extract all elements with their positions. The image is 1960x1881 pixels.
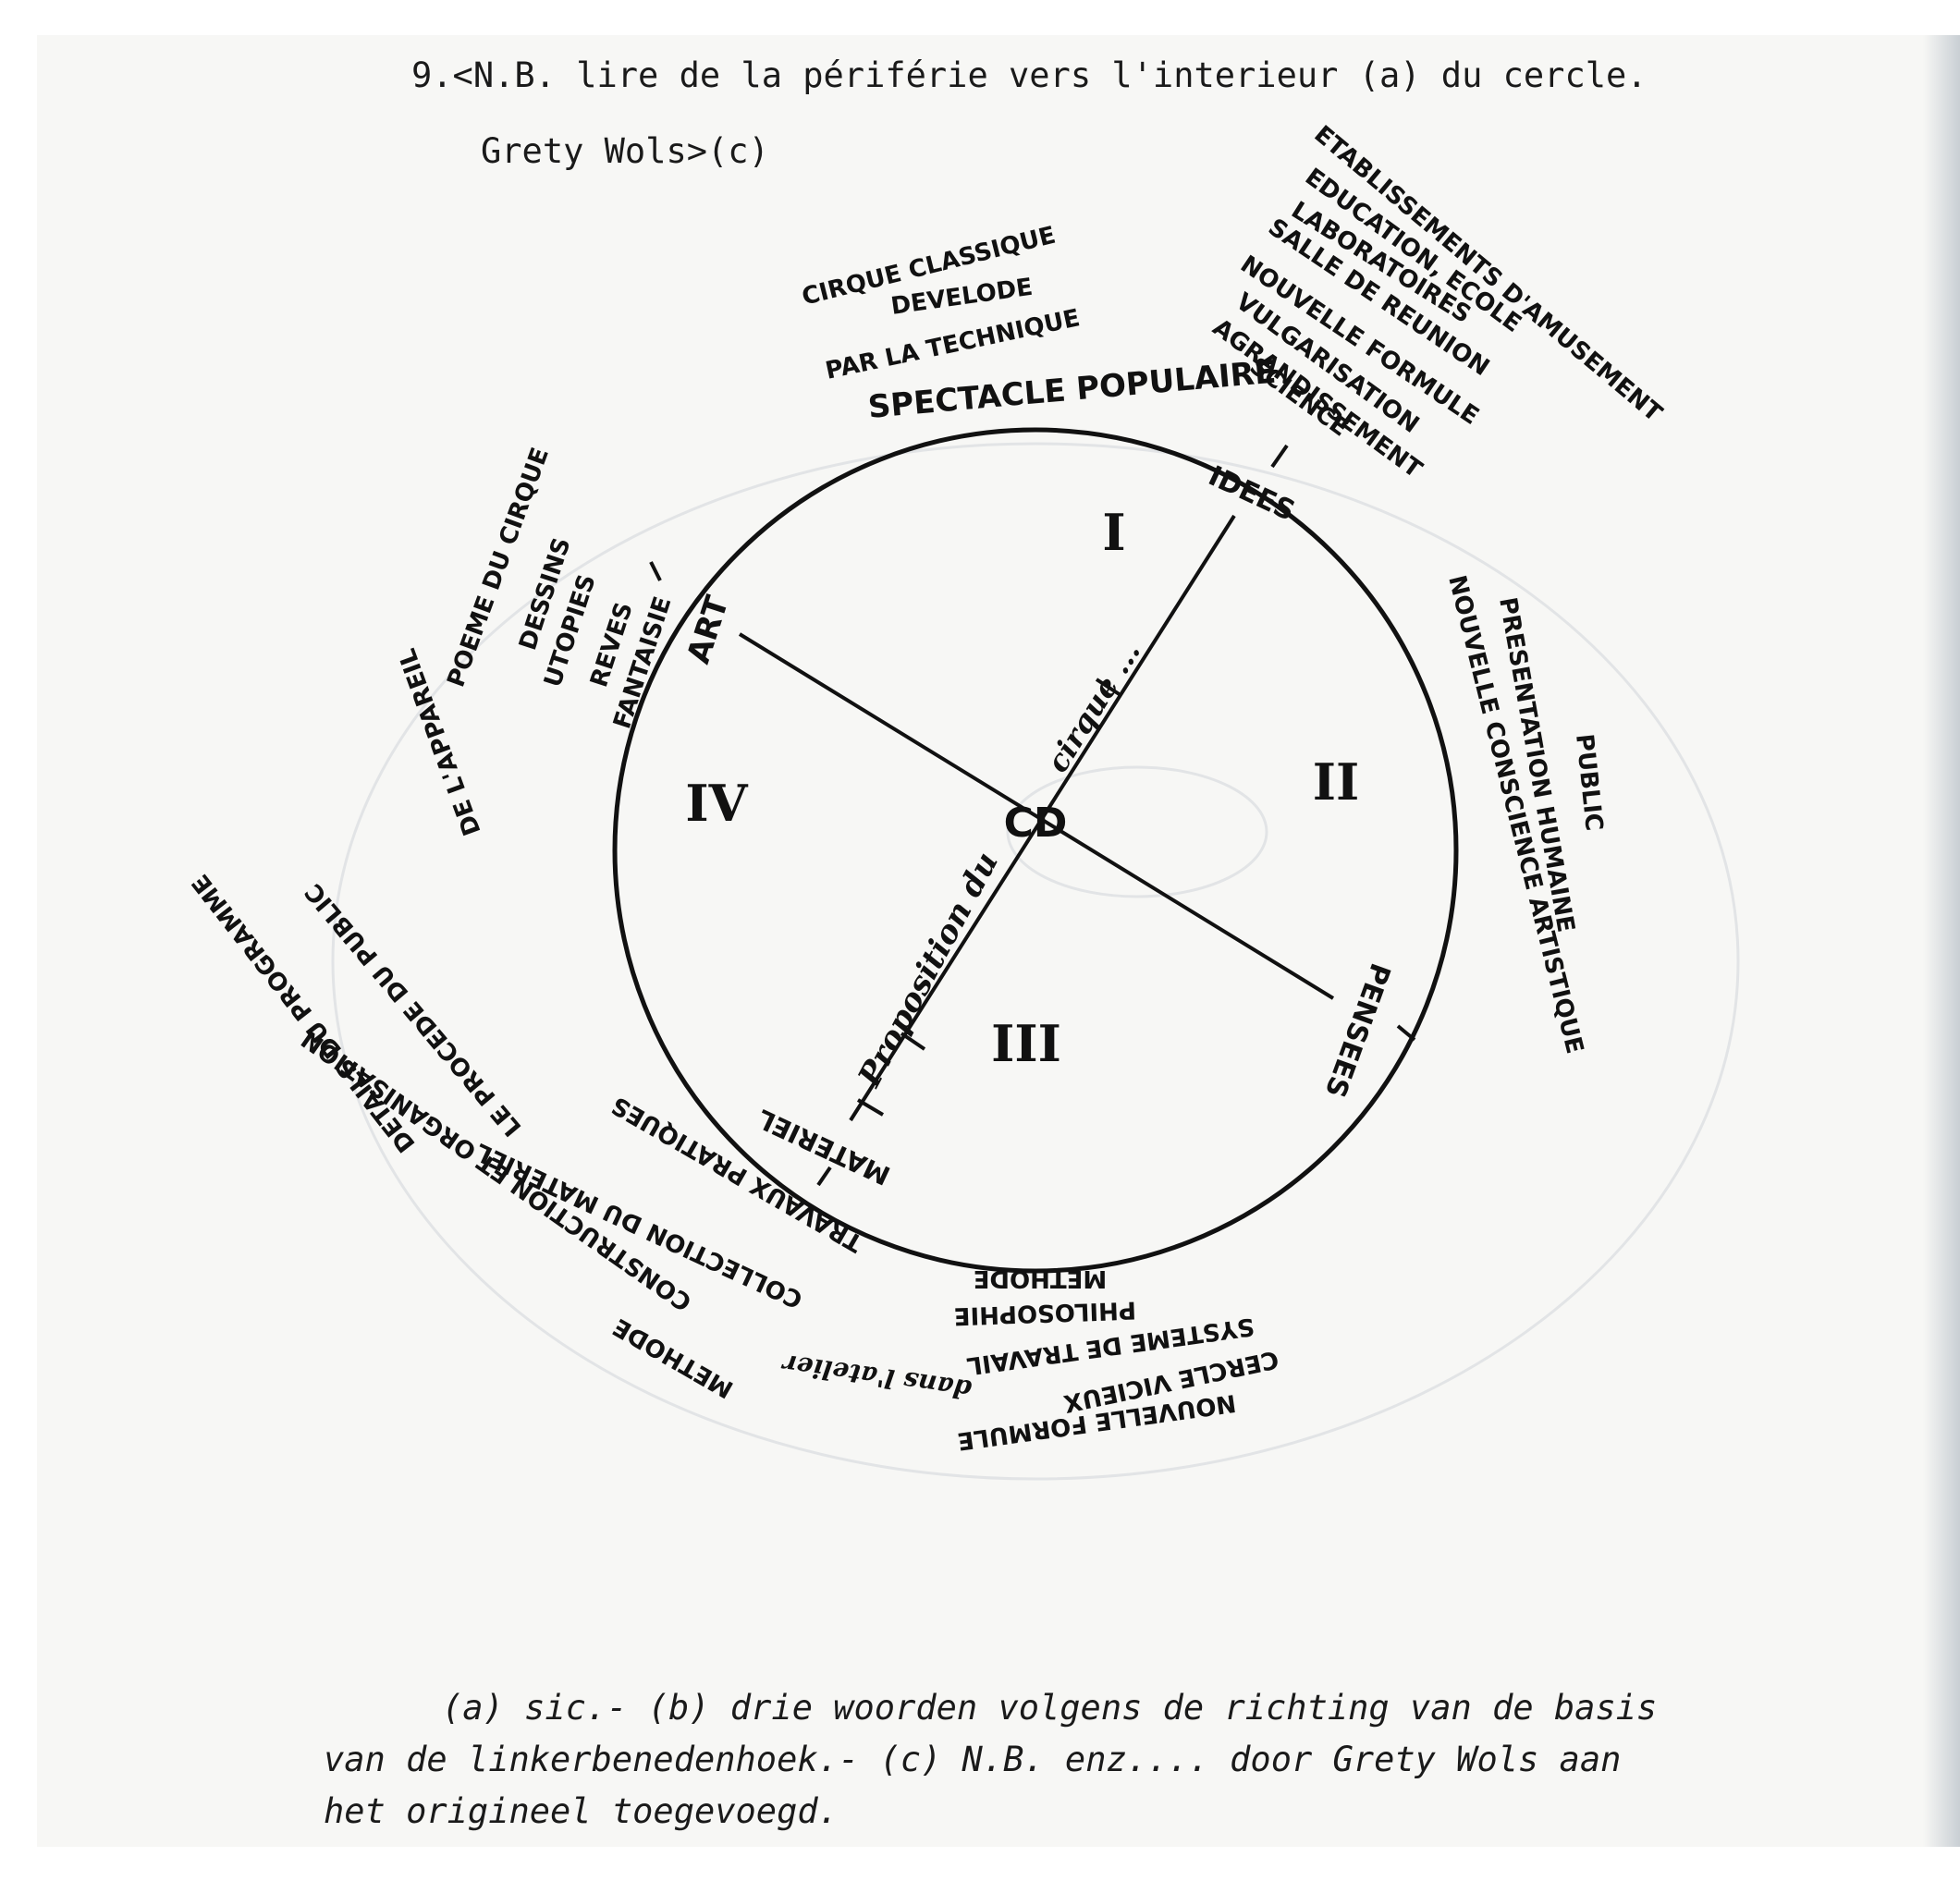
header-signature-line: Grety Wols>(c) — [481, 131, 769, 171]
page-edge-shadow — [1923, 35, 1960, 1847]
header-note-line: 9.<N.B. lire de la périférie vers l'inte… — [411, 55, 1648, 95]
quadrant-iv: IV — [685, 774, 748, 833]
left-group: POEME DU CIRQUE DESSINS UTOPIES REVES FA… — [442, 444, 677, 732]
axis-label-pensees: PENSEES — [1318, 959, 1397, 1102]
top-right-group: ETABLISSEMENTS D'AMUSEMENT EDUCATION, EC… — [1207, 120, 1667, 483]
quadrant-ii: II — [1313, 752, 1360, 812]
tick-axis-upper — [1095, 678, 1122, 697]
scanned-page — [37, 35, 1942, 1847]
tick-axis-lower-end — [856, 1098, 885, 1117]
philosophie: PHILOSOPHIE — [953, 1296, 1136, 1330]
methode-left: METHODE — [608, 1313, 738, 1403]
quadrant-iii: III — [991, 1014, 1061, 1073]
tick-pensees — [1396, 1024, 1416, 1042]
footnote-line-3: het origineel toegevoegd. — [324, 1791, 839, 1831]
bleed-through-marks — [331, 442, 1740, 1481]
tick-art — [649, 561, 662, 581]
center-label: CD — [1004, 800, 1068, 847]
bottom-left-group: DETAILS DU PROGRAMME METHODE LE PROCEDE … — [187, 645, 867, 1403]
public: PUBLIC — [1570, 733, 1608, 833]
poeme-du-cirque: POEME DU CIRQUE — [442, 444, 555, 690]
tick-materiel — [816, 1166, 832, 1187]
axis-idees-materiel — [849, 514, 1236, 1122]
axis-art-pensees — [738, 632, 1335, 1000]
axis-phrase-lower: Proposition du — [851, 846, 1006, 1093]
rim-label-spectacle-populaire: SPECTACLE POPULAIRE — [866, 354, 1277, 426]
details-du-programme: DETAILS DU PROGRAMME — [187, 869, 421, 1157]
rim-ticks — [649, 444, 1416, 1187]
methode-bottom: METHODE — [974, 1264, 1108, 1292]
main-circle — [612, 427, 1459, 1274]
handwritten-note-atelier: dans l'atelier — [778, 1348, 973, 1405]
axis-phrase-upper: cirque ... — [1040, 635, 1148, 778]
tick-axis-lower — [900, 1032, 926, 1051]
axis-label-art: ART — [680, 591, 737, 668]
footnote-line-1: (a) sic.- (b) drie woorden volgens de ri… — [442, 1688, 1658, 1728]
footnote-line-2: van de linkerbenedenhoek.- (c) N.B. enz.… — [324, 1740, 1622, 1779]
tick-idees — [1270, 444, 1289, 469]
bottom-center-group: METHODE PHILOSOPHIE SYSTEME DE TRAVAIL C… — [778, 1264, 1280, 1455]
quadrant-i: I — [1102, 503, 1125, 562]
